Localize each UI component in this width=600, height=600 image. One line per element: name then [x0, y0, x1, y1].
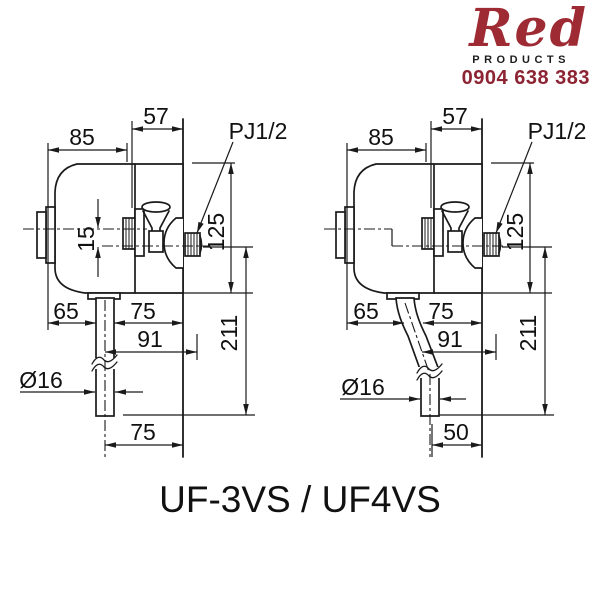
- dim-125-right: 125: [502, 213, 528, 251]
- dim-75-left: 75: [130, 298, 156, 324]
- dim-bottom-50-right: 50: [443, 419, 469, 445]
- dim-211-right: 211: [515, 315, 541, 352]
- dim-65-left: 65: [53, 298, 79, 324]
- dim-75-right: 75: [428, 298, 454, 324]
- label-pj12-right: PJ1/2: [528, 118, 587, 144]
- model-title: UF-3VS / UF4VS: [159, 479, 441, 520]
- dim-85-right: 85: [368, 124, 394, 150]
- dim-125-left: 125: [203, 213, 229, 251]
- dim-dia16-left: Ø16: [19, 367, 62, 393]
- dim-15-left: 15: [73, 226, 99, 252]
- dim-85-left: 85: [69, 124, 95, 150]
- brand-logo: Red PRODUCTS 0904 638 383: [402, 2, 592, 90]
- drawing-uf3vs: 57 85 PJ1/2 15 125 211 65 75 91 Ø16 75: [19, 103, 287, 457]
- dim-211-left: 211: [216, 315, 242, 352]
- brand-phone-number: 0904 638 383: [461, 67, 590, 89]
- dim-57-left: 57: [143, 103, 169, 129]
- dimension-lines: [20, 199, 198, 448]
- dim-bottom-75-left: 75: [130, 419, 156, 445]
- dim-dia16-right: Ø16: [341, 374, 384, 400]
- centerlines: [324, 228, 505, 457]
- dim-65-right: 65: [353, 298, 379, 324]
- label-pj12-left: PJ1/2: [229, 118, 288, 144]
- brand-name: Red: [469, 0, 588, 59]
- drawing-uf4vs: 57 85 PJ1/2 125 211 65 75 91 Ø16 50: [324, 103, 586, 457]
- bent-pipe: [395, 297, 440, 417]
- dim-91-right: 91: [437, 326, 463, 352]
- dim-57-right: 57: [442, 103, 468, 129]
- dimension-lines: [340, 320, 497, 457]
- brand-subtitle: PRODUCTS: [472, 54, 570, 66]
- pipe-break-symbol: [416, 363, 443, 381]
- dim-91-left: 91: [137, 326, 163, 352]
- centerlines: [23, 228, 210, 457]
